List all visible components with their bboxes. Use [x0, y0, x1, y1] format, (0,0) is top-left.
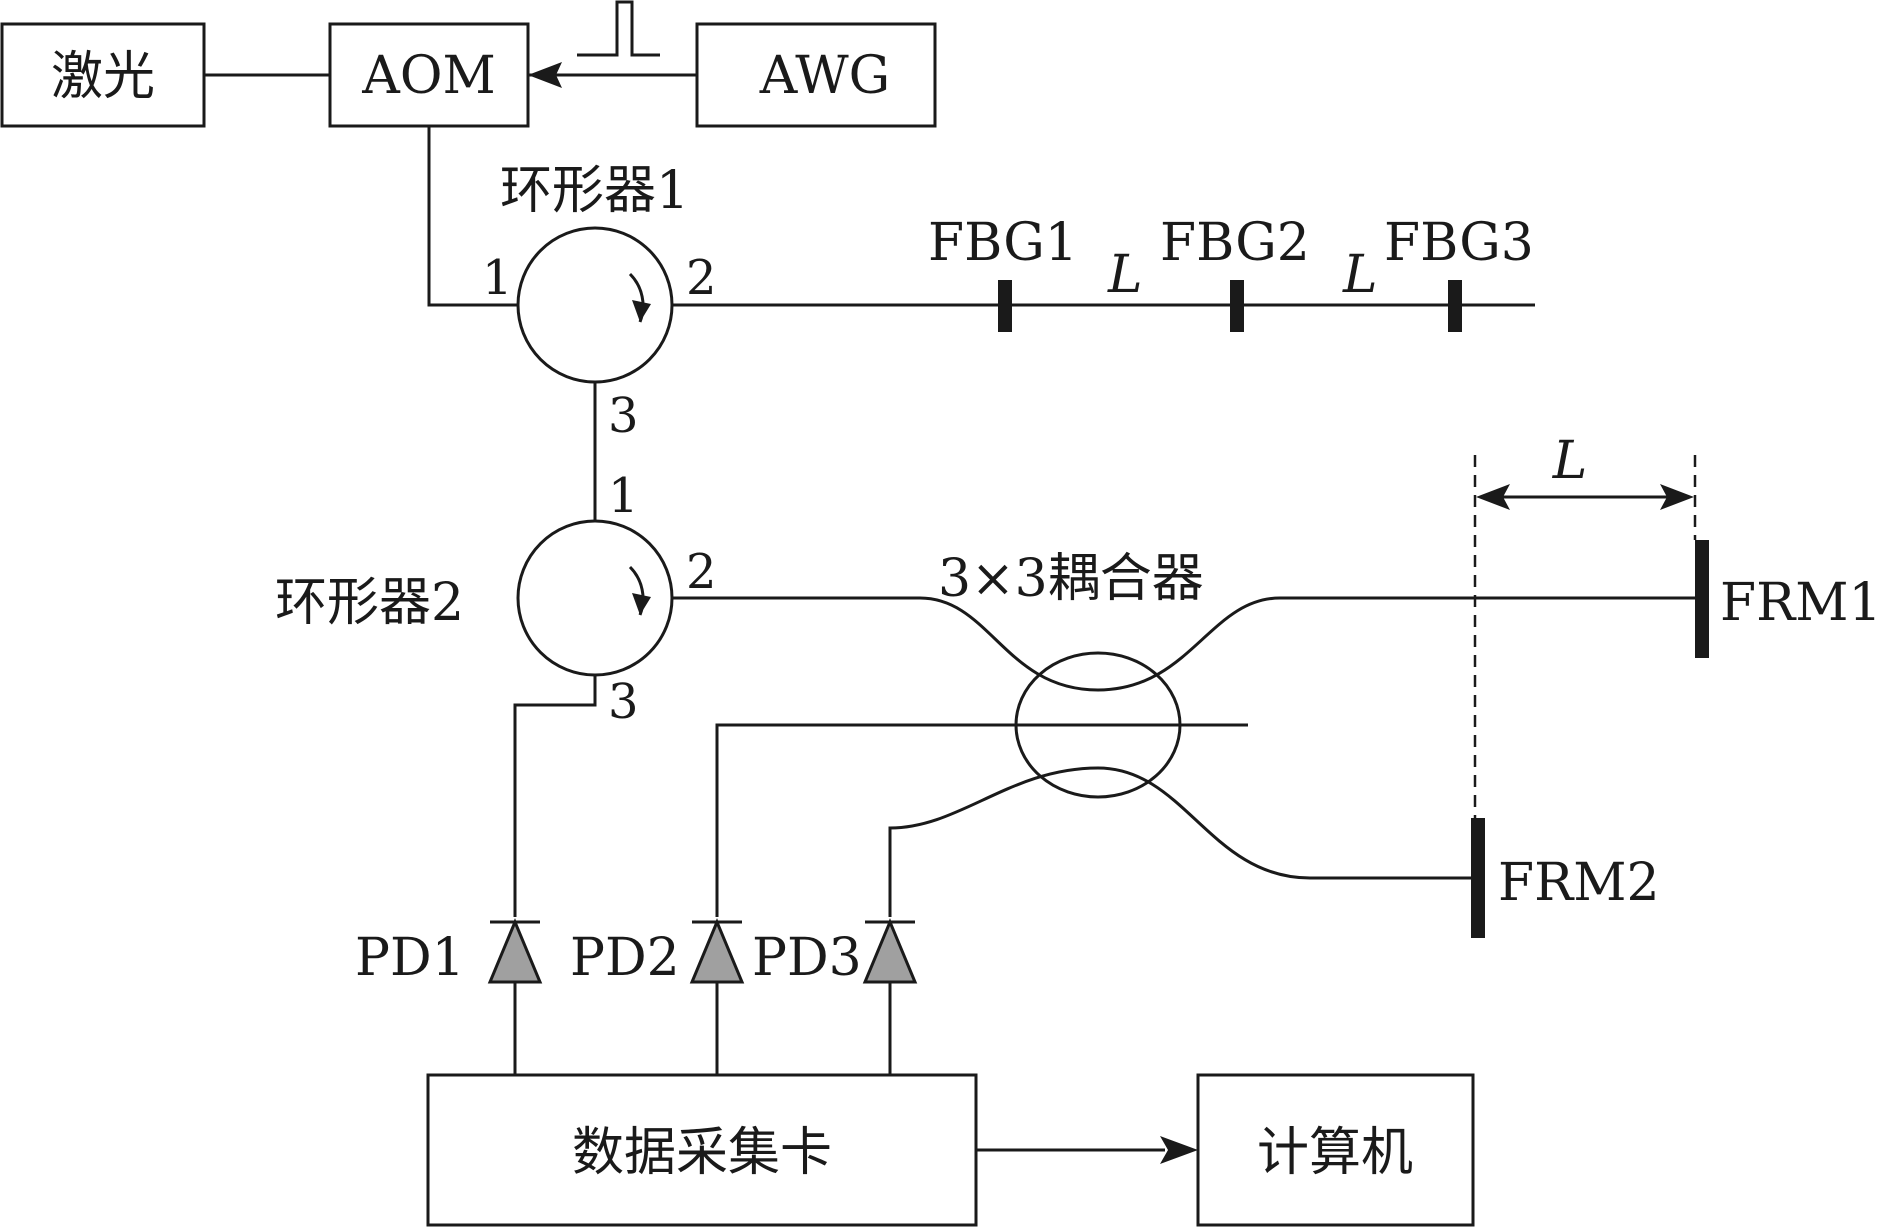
pd1-label: PD1	[355, 928, 465, 988]
photodiode-pd2: PD2	[570, 918, 745, 1075]
photodiode-icon	[862, 918, 918, 984]
fbg3-label: FBG3	[1384, 213, 1534, 273]
laser-block: 激光	[0, 22, 206, 128]
arrow-left-icon	[1476, 484, 1510, 510]
photodiode-pd1: PD1	[355, 918, 543, 1075]
daq-block: 数据采集卡	[426, 1073, 978, 1227]
arrow-right-icon	[1660, 484, 1694, 510]
circulator1-port2: 2	[686, 250, 717, 306]
frm2: FRM2	[1471, 818, 1660, 938]
computer-label: 计算机	[1257, 1123, 1413, 1183]
circulator1-port3: 3	[608, 388, 639, 444]
circulator1-label: 环形器1	[500, 161, 689, 221]
awg-block: AWG	[695, 22, 937, 128]
coupler-fiber-upper	[672, 596, 1702, 692]
pd2-label: PD2	[570, 928, 680, 988]
coupler-label: 3×3耦合器	[938, 549, 1204, 609]
laser-label: 激光	[51, 47, 155, 107]
photodiode-pd3: PD3	[752, 918, 918, 1075]
fbg1-label: FBG1	[928, 213, 1078, 273]
arm-length-indicator: L	[1473, 431, 1697, 818]
coupler-fiber-middle	[715, 723, 1248, 917]
aom-block: AOM	[328, 22, 530, 128]
circulator-1: 环形器1 1 2 3	[482, 161, 717, 444]
fbg-spacing-label-1: L	[1107, 245, 1143, 305]
aom-label: AOM	[361, 46, 495, 106]
daq-label: 数据采集卡	[572, 1123, 832, 1183]
computer-block: 计算机	[1196, 1073, 1475, 1227]
circulator2-port3: 3	[608, 674, 639, 730]
fbg2-label: FBG2	[1160, 213, 1310, 273]
frm2-label: FRM2	[1498, 853, 1660, 913]
pulse-icon	[577, 0, 660, 57]
circulator-2: 环形器2 1 2 3	[275, 468, 717, 730]
daq-to-computer-link	[976, 1136, 1198, 1164]
arrow-right-icon	[1160, 1136, 1198, 1164]
photodiode-icon	[487, 918, 543, 984]
frm1: FRM1	[1695, 540, 1882, 658]
fbg-spacing-label-2: L	[1342, 245, 1378, 305]
fbg-array: FBG1 FBG2 FBG3 L L	[928, 213, 1534, 332]
frm1-label: FRM1	[1720, 573, 1882, 633]
arm-length-label: L	[1552, 431, 1588, 491]
coupler-fiber-lower	[888, 766, 1478, 917]
aom-to-circulator1-fiber	[427, 126, 518, 307]
photodiode-icon	[689, 918, 745, 984]
circulator2-label: 环形器2	[275, 573, 464, 633]
pd3-label: PD3	[752, 928, 862, 988]
circulator2-port2: 2	[686, 544, 717, 600]
coupler-3x3: 3×3耦合器	[672, 549, 1702, 917]
circulator2-port1: 1	[608, 468, 639, 524]
awg-pulse-signal	[528, 0, 697, 88]
arrow-head-icon	[528, 62, 562, 88]
circulator2-to-pd1-fiber	[513, 675, 597, 917]
awg-label: AWG	[759, 46, 890, 106]
circulator1-port1: 1	[482, 250, 513, 306]
